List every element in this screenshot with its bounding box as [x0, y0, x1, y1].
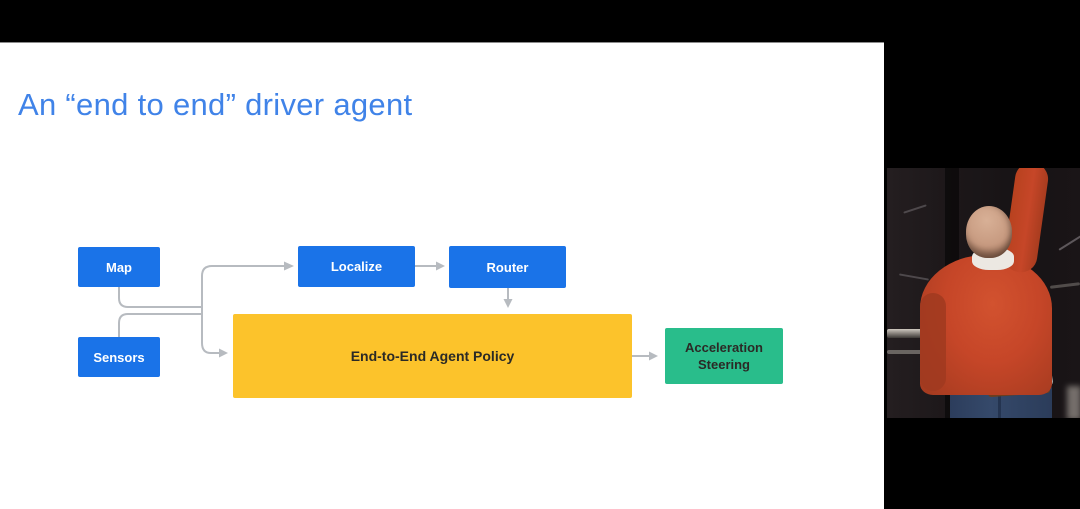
- diagram-connectors: [118, 261, 658, 361]
- arrowhead-to-policy-top: [503, 299, 513, 308]
- node-outputs-label-line2: Steering: [697, 357, 750, 372]
- node-router: Router: [449, 246, 566, 288]
- chalk-mark: [903, 204, 927, 214]
- edge-junction-trunk: [201, 265, 285, 354]
- node-end-to-end-agent-policy: End-to-End Agent Policy: [233, 314, 632, 398]
- arrowhead-to-policy-left: [219, 348, 228, 358]
- node-outputs-label-line1: Acceleration: [684, 340, 764, 355]
- node-map-label: Map: [106, 259, 132, 275]
- lecturer-webcam-panel: [884, 0, 1080, 509]
- node-sensors: Sensors: [78, 337, 160, 377]
- chalk-tray: [887, 329, 949, 338]
- slide-title: An “end to end” driver agent: [18, 87, 413, 122]
- arrowhead-to-localize: [284, 261, 294, 271]
- node-acceleration-steering: Acceleration Steering: [665, 328, 783, 384]
- node-localize: Localize: [298, 246, 415, 287]
- lecturer-head: [966, 206, 1012, 258]
- lecturer-video-frame: [887, 168, 1080, 418]
- lecturer-jeans-seam: [998, 388, 1001, 418]
- node-localize-label: Localize: [330, 259, 383, 274]
- edge-map-junction: [118, 287, 202, 308]
- chalk-mark: [1058, 235, 1080, 251]
- presentation-slide: An “end to end” driver agent Map Sensors…: [0, 42, 884, 509]
- light-reflection: [1067, 386, 1080, 418]
- arrowhead-to-router: [436, 261, 445, 271]
- node-sensors-label: Sensors: [93, 349, 145, 365]
- node-policy-label: End-to-End Agent Policy: [350, 348, 515, 364]
- chalk-mark: [1049, 282, 1080, 289]
- chalk-tray-edge: [887, 350, 923, 354]
- node-router-label: Router: [486, 259, 529, 275]
- arrowhead-to-outputs: [649, 351, 658, 361]
- lecturer-left-arm: [920, 293, 946, 391]
- node-map: Map: [78, 247, 160, 287]
- chalk-mark: [899, 273, 929, 281]
- edge-sensors-junction: [118, 313, 202, 337]
